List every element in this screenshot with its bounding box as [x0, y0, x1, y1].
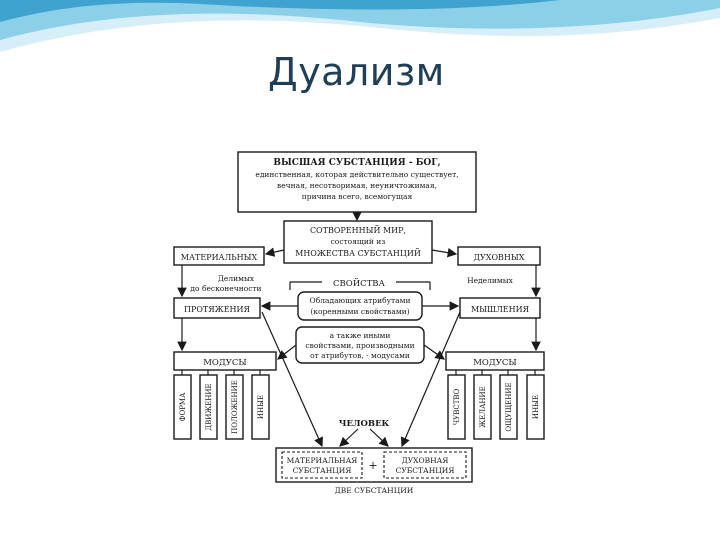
left-mode-columns: ФОРМА ДВИЖЕНИЕ ПОЛОЖЕНИЕ ИНЫЕ: [173, 370, 270, 440]
created-world-line3: МНОЖЕСТВА СУБСТАНЦИЙ: [295, 249, 421, 258]
modes-right-box: [445, 351, 545, 371]
also-line2: свойствами, производными: [305, 341, 414, 350]
arrow-to-modes-left: [277, 344, 297, 360]
attributes-line2: (коренными свойствами): [310, 307, 409, 316]
slide-title: Дуализм: [268, 50, 445, 94]
right-mode-4: ИНЫЕ: [532, 395, 540, 419]
extension-box: [173, 297, 261, 319]
divisible-line2: до бесконечности: [190, 284, 261, 293]
also-line3: от атрибутов, - модусами: [310, 351, 410, 360]
two-substances-label: ДВЕ СУБСТАНЦИИ: [335, 486, 414, 495]
properties-bracket: [289, 281, 431, 290]
spiritual-substance-line2: СУБСТАНЦИЯ: [396, 466, 455, 475]
thinking-label: МЫШЛЕНИЯ: [471, 305, 530, 314]
modes-left-label: МОДУСЫ: [203, 358, 247, 368]
arrow-to-spiritual: [431, 247, 458, 258]
spiritual-box: [457, 246, 541, 266]
arrow-human-left: [339, 428, 359, 447]
material-substance-line1: МАТЕРИАЛЬНАЯ: [287, 456, 358, 465]
left-mode-3: ПОЛОЖЕНИЕ: [231, 380, 239, 434]
left-mode-4: ИНЫЕ: [257, 395, 265, 419]
two-substances-outer-box: [275, 447, 473, 483]
spiritual-label: ДУХОВНЫХ: [474, 253, 525, 262]
right-mode-3: ОЩУЩЕНИЕ: [505, 382, 513, 431]
created-world-box: [283, 220, 433, 264]
spiritual-substance-box: [383, 451, 467, 479]
modes-right-label: МОДУСЫ: [473, 358, 517, 368]
spiritual-substance-line1: ДУХОВНАЯ: [402, 456, 449, 465]
indivisible-label: Неделимых: [467, 276, 514, 285]
right-mode-2: ЖЕЛАНИЕ: [479, 386, 487, 427]
left-mode-1: ФОРМА: [179, 392, 187, 421]
properties-label: СВОЙСТВА: [333, 277, 386, 289]
header-wave-decoration: [0, 0, 720, 61]
right-mode-columns: ЧУВСТВО ЖЕЛАНИЕ ОЩУЩЕНИЕ ИНЫЕ: [447, 370, 545, 440]
supreme-substance-line2: вечная, несотворимая, неуничтожимая,: [277, 181, 437, 190]
left-mode-2: ДВИЖЕНИЕ: [205, 383, 213, 430]
created-world-line1: СОТВОРЕННЫЙ МИР,: [310, 226, 406, 235]
diagonal-extension-to-material-substance: [261, 311, 323, 448]
extension-label: ПРОТЯЖЕНИЯ: [184, 305, 250, 314]
created-world-line2: состоящий из: [331, 237, 386, 246]
divisible-line1: Делимых: [218, 274, 255, 283]
modes-left-box: [173, 351, 277, 371]
material-box: [173, 246, 265, 266]
arrow-to-material: [264, 247, 285, 257]
right-mode-1: ЧУВСТВО: [453, 388, 461, 425]
plus-sign: +: [368, 459, 377, 472]
material-substance-line2: СУБСТАНЦИЯ: [293, 466, 352, 475]
material-substance-box: [281, 451, 363, 479]
supreme-substance-line3: причина всего, всемогущая: [302, 192, 413, 201]
supreme-substance-title: ВЫСШАЯ СУБСТАНЦИЯ - БОГ,: [273, 158, 440, 168]
arrow-human-right: [369, 428, 389, 447]
supreme-substance-line1: единственная, которая действительно суще…: [255, 170, 458, 179]
diagonal-thinking-to-spiritual-substance: [400, 311, 461, 448]
human-label: ЧЕЛОВЕК: [339, 419, 390, 429]
attributes-line1: Обладающих атрибутами: [310, 296, 411, 305]
also-line1: а также иными: [330, 331, 391, 340]
thinking-box: [459, 297, 541, 319]
material-label: МАТЕРИАЛЬНЫХ: [181, 253, 258, 262]
